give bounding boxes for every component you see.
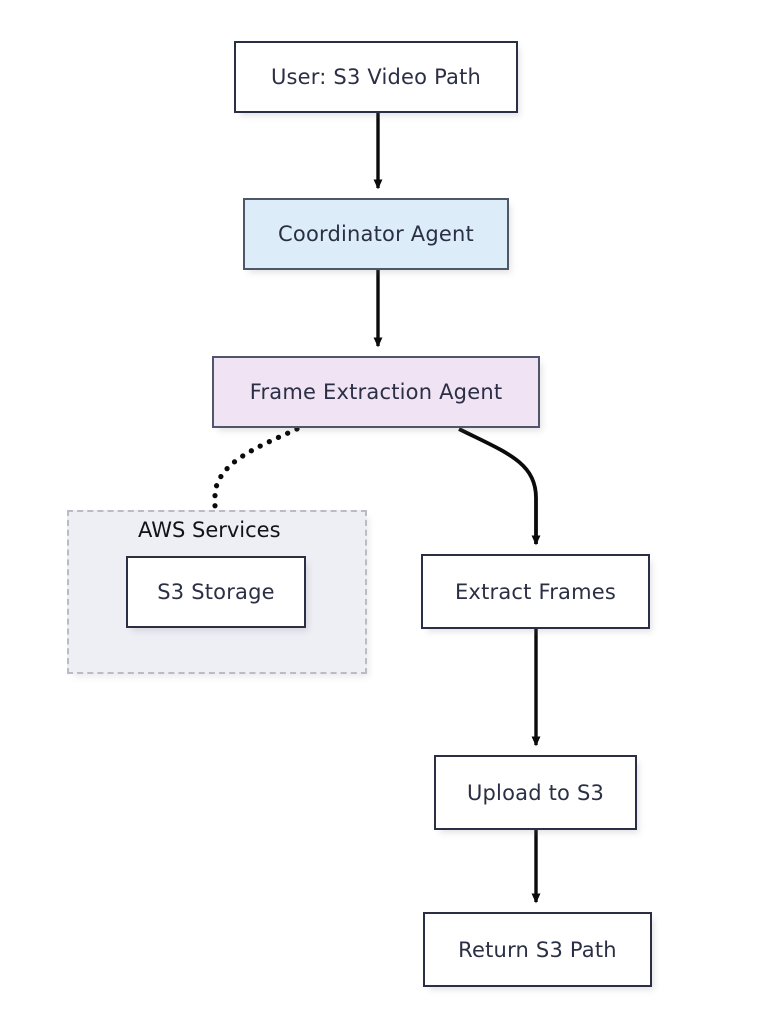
node-s3-storage[interactable]: S3 Storage — [126, 556, 306, 628]
edge-frame-agent-to-extract-frames — [458, 427, 541, 546]
node-coordinator-agent[interactable]: Coordinator Agent — [243, 198, 509, 270]
node-extract-frames[interactable]: Extract Frames — [421, 554, 650, 629]
node-frame-extraction-agent[interactable]: Frame Extraction Agent — [212, 356, 540, 428]
node-upload-to-s3[interactable]: Upload to S3 — [434, 755, 637, 830]
node-user-s3-video-path[interactable]: User: S3 Video Path — [234, 41, 518, 113]
node-return-s3-path[interactable]: Return S3 Path — [423, 912, 652, 987]
subgraph-aws-services-label: AWS Services — [138, 518, 281, 542]
